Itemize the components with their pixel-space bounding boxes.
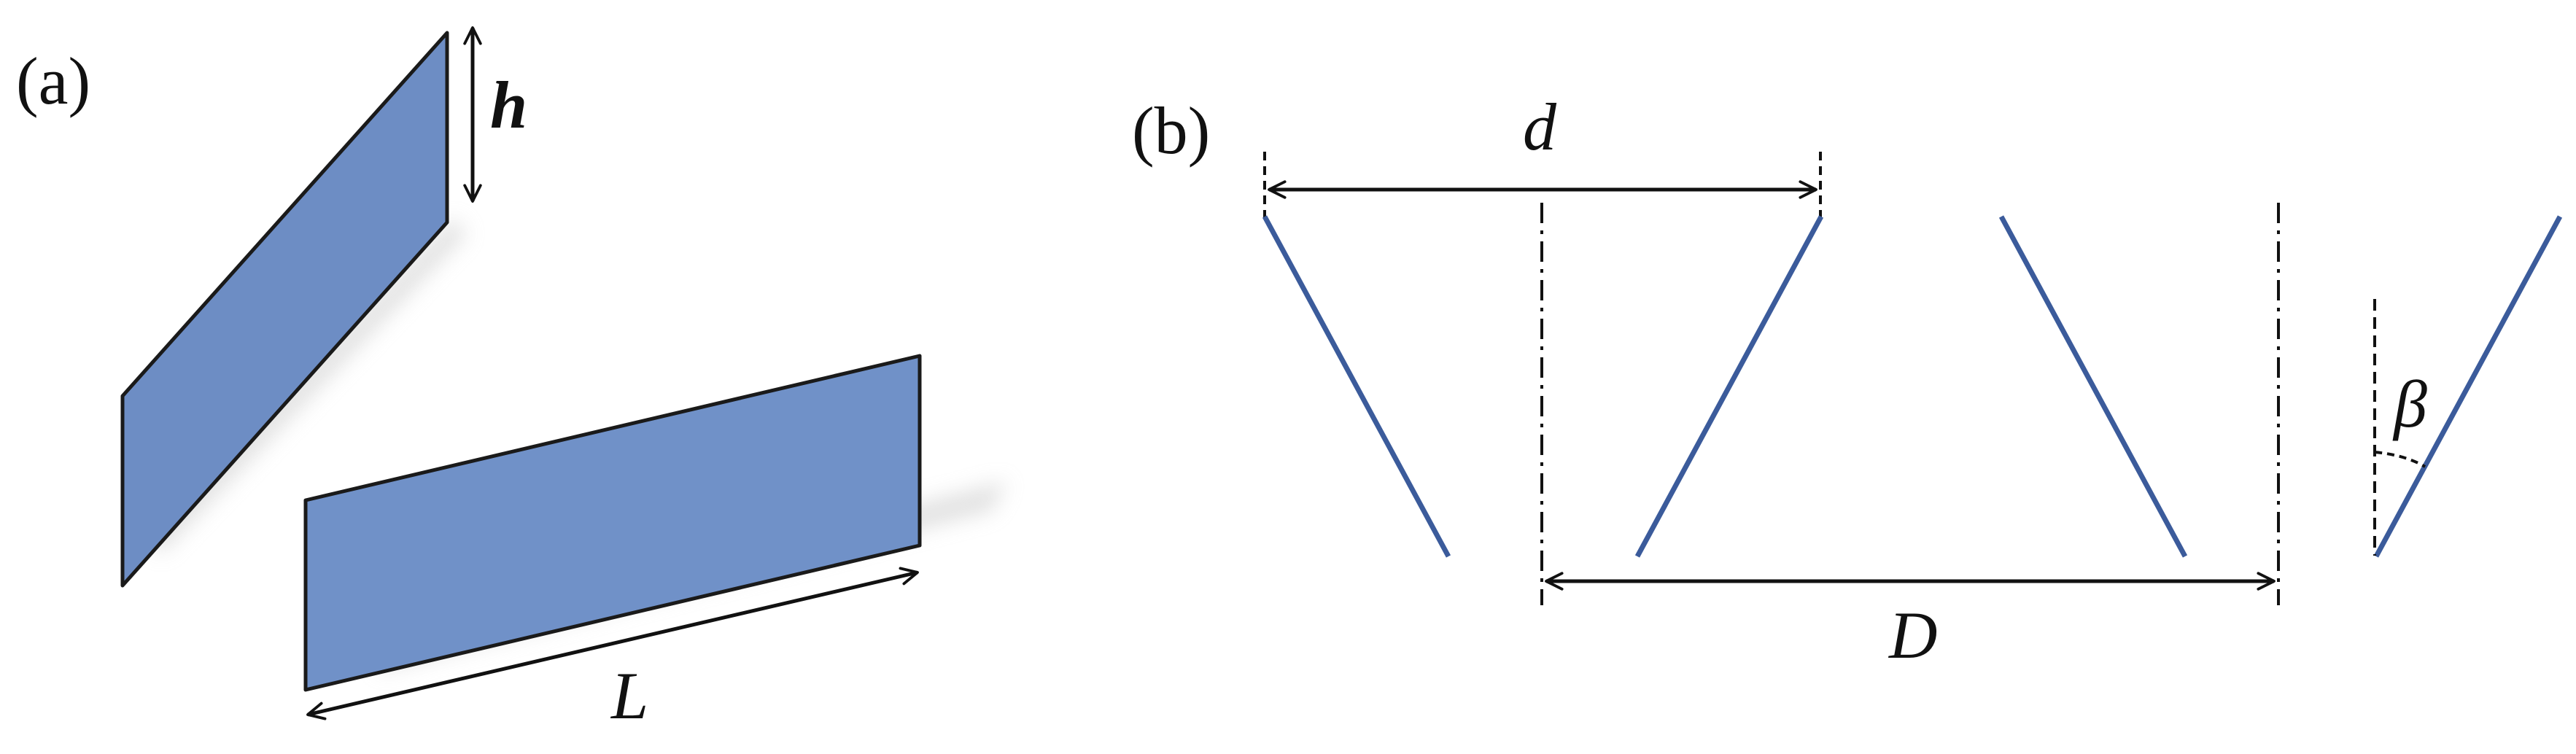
blade-1 [1262,215,1451,558]
angle-arc [2374,451,2426,468]
blade-3 [1998,215,2188,558]
blade-2 [1634,215,1824,558]
panel-a: (a) h L [16,26,1006,733]
angle-label: β [2392,367,2427,441]
length-label: L [610,658,648,733]
height-label: h [490,68,527,142]
panel-a-label: (a) [16,44,90,118]
panel-b-label: (b) [1132,93,1210,168]
spacing-label: d [1523,90,1557,164]
upper-plate [120,31,449,588]
blade-4 [2373,215,2563,558]
lower-plate [303,354,922,692]
period-label: D [1888,598,1937,672]
length-dimension-arrow [306,567,919,720]
panel-b: (b) d D β [1132,90,2563,672]
